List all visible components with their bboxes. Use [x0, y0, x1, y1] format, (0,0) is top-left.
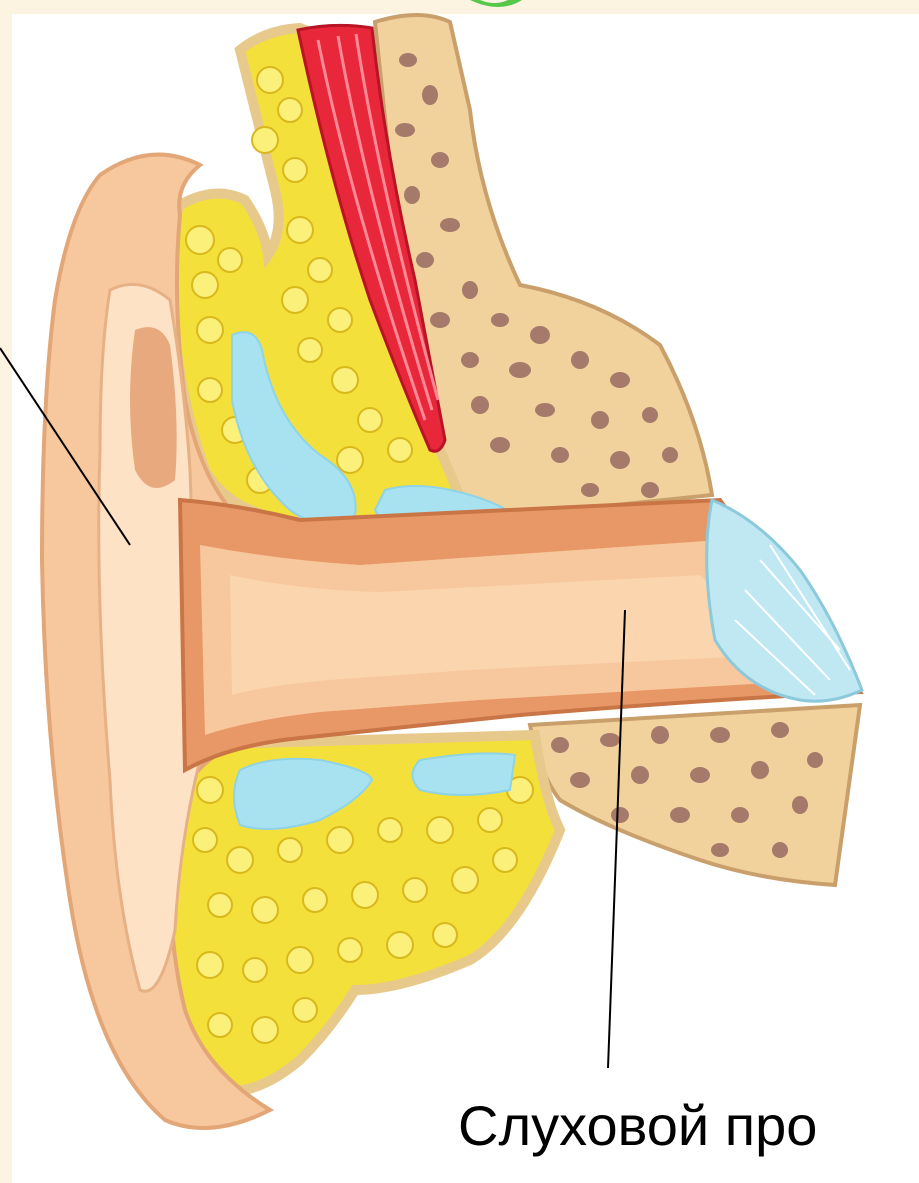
- ear-canal-label: Слуховой про: [458, 1098, 817, 1154]
- auricle-inner-fold: [130, 327, 177, 488]
- header-fragment: [470, 0, 522, 7]
